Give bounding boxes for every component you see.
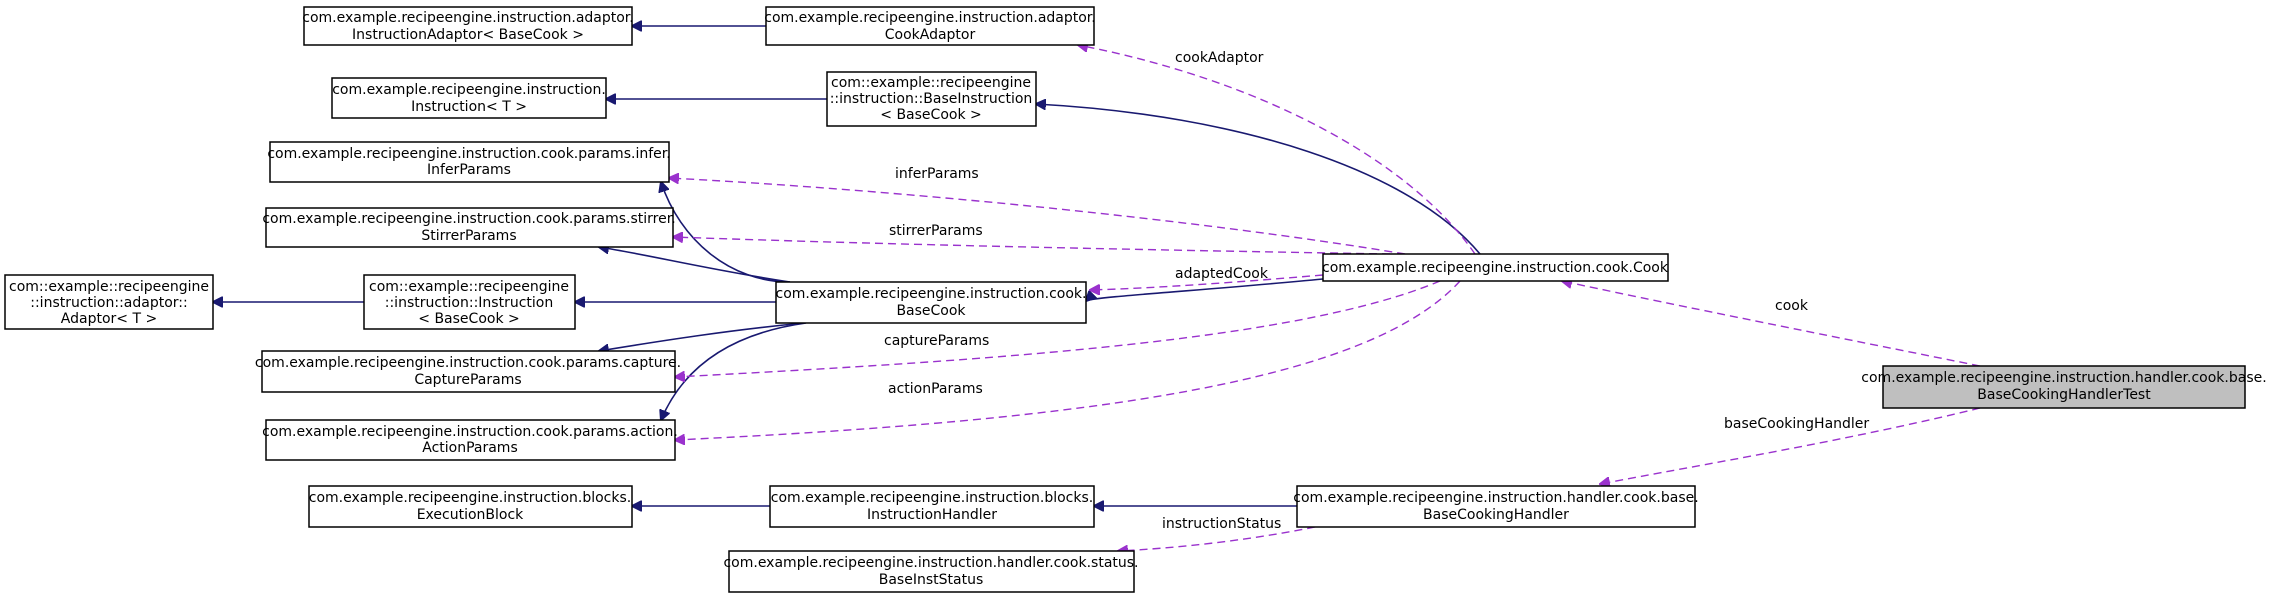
edge-cook-uses-actionparams bbox=[675, 280, 1461, 440]
svg-text:CaptureParams: CaptureParams bbox=[414, 372, 521, 388]
label-captureparams: captureParams bbox=[884, 333, 989, 349]
edge-cook-uses-inferparams bbox=[669, 178, 1406, 255]
edge-basecookinghandler-uses-baseinststatus bbox=[1118, 526, 1316, 551]
label-cookadaptor: cookAdaptor bbox=[1175, 50, 1264, 66]
node-basecook[interactable]: com.example.recipeengine.instruction.coo… bbox=[775, 281, 1087, 324]
node-basecookinghandlertest[interactable]: com.example.recipeengine.instruction.han… bbox=[1861, 365, 2267, 409]
svg-text:BaseInstStatus: BaseInstStatus bbox=[879, 572, 984, 588]
svg-text:BaseCook: BaseCook bbox=[896, 303, 966, 319]
node-inferparams[interactable]: com.example.recipeengine.instruction.coo… bbox=[267, 141, 671, 183]
edge-labels: cookAdaptor inferParams stirrerParams ad… bbox=[884, 50, 1869, 532]
svg-text:com.example.recipeengine.instr: com.example.recipeengine.instruction.han… bbox=[1861, 370, 2266, 386]
svg-text:com.example.recipeengine.instr: com.example.recipeengine.instruction.ada… bbox=[302, 10, 633, 26]
label-stirrerparams: stirrerParams bbox=[889, 223, 983, 239]
node-actionparams[interactable]: com.example.recipeengine.instruction.coo… bbox=[262, 419, 678, 461]
svg-text:StirrerParams: StirrerParams bbox=[421, 228, 516, 244]
svg-text:InferParams: InferParams bbox=[427, 162, 511, 178]
edge-cook-to-basecook bbox=[1086, 278, 1324, 301]
svg-text:::instruction::adaptor::: ::instruction::adaptor:: bbox=[30, 295, 188, 311]
svg-text:< BaseCook >: < BaseCook > bbox=[880, 107, 981, 123]
node-cook[interactable]: com.example.recipeengine.instruction.coo… bbox=[1322, 253, 1669, 282]
label-inferparams: inferParams bbox=[895, 166, 979, 182]
svg-text:com.example.recipeengine.instr: com.example.recipeengine.instruction.coo… bbox=[267, 146, 670, 162]
inheritance-edges bbox=[213, 26, 1481, 506]
svg-text:::instruction::Instruction: ::instruction::Instruction bbox=[385, 295, 554, 311]
node-instruction-basecook[interactable]: com::example::recipeengine ::instruction… bbox=[363, 274, 576, 330]
svg-text:com.example.recipeengine.instr: com.example.recipeengine.instruction.han… bbox=[1293, 490, 1698, 506]
svg-text:InstructionHandler: InstructionHandler bbox=[867, 507, 997, 523]
edge-handlertest-uses-cook bbox=[1562, 281, 1981, 367]
node-baseinststatus[interactable]: com.example.recipeengine.instruction.han… bbox=[723, 550, 1139, 593]
svg-text:com.example.recipeengine.instr: com.example.recipeengine.instruction. bbox=[332, 82, 606, 98]
svg-text:InstructionAdaptor< BaseCook >: InstructionAdaptor< BaseCook > bbox=[352, 27, 584, 43]
usage-edges bbox=[669, 45, 1981, 551]
label-adaptedcook: adaptedCook bbox=[1175, 266, 1269, 282]
edge-cook-uses-stirrerparams bbox=[673, 237, 1391, 255]
node-instructionadaptor[interactable]: com.example.recipeengine.instruction.ada… bbox=[302, 6, 634, 46]
edge-basecook-to-actionparams bbox=[661, 322, 807, 420]
edge-basecook-to-stirrerparams bbox=[599, 247, 791, 283]
svg-text:com.example.recipeengine.instr: com.example.recipeengine.instruction.coo… bbox=[1322, 260, 1669, 276]
node-instructionhandler[interactable]: com.example.recipeengine.instruction.blo… bbox=[769, 485, 1095, 528]
edge-basecook-to-captureparams bbox=[599, 322, 805, 351]
svg-text:CookAdaptor: CookAdaptor bbox=[885, 27, 976, 43]
edge-cook-uses-cookadaptor bbox=[1078, 45, 1476, 255]
label-cook: cook bbox=[1775, 298, 1809, 314]
svg-text:Instruction< T >: Instruction< T > bbox=[411, 99, 527, 115]
svg-text:com::example::recipeengine: com::example::recipeengine bbox=[369, 279, 569, 295]
svg-text:ActionParams: ActionParams bbox=[422, 440, 518, 456]
node-baseinstruction[interactable]: com::example::recipeengine ::instruction… bbox=[826, 71, 1037, 127]
svg-text:com.example.recipeengine.instr: com.example.recipeengine.instruction.coo… bbox=[255, 355, 681, 371]
svg-text:com.example.recipeengine.instr: com.example.recipeengine.instruction.coo… bbox=[262, 424, 678, 440]
svg-text:com.example.recipeengine.instr: com.example.recipeengine.instruction.han… bbox=[723, 555, 1138, 571]
label-instructionstatus: instructionStatus bbox=[1162, 516, 1281, 532]
node-instruction-t[interactable]: com.example.recipeengine.instruction. In… bbox=[331, 77, 607, 119]
svg-text:BaseCookingHandler: BaseCookingHandler bbox=[1423, 507, 1569, 523]
node-adaptor-t[interactable]: com::example::recipeengine ::instruction… bbox=[4, 274, 214, 330]
svg-text:com.example.recipeengine.instr: com.example.recipeengine.instruction.ada… bbox=[764, 10, 1095, 26]
node-executionblock[interactable]: com.example.recipeengine.instruction.blo… bbox=[308, 485, 633, 528]
svg-text:com.example.recipeengine.instr: com.example.recipeengine.instruction.blo… bbox=[309, 490, 631, 506]
svg-text:com.example.recipeengine.instr: com.example.recipeengine.instruction.blo… bbox=[771, 490, 1093, 506]
label-basecookinghandler: baseCookingHandler bbox=[1724, 416, 1869, 432]
svg-text:< BaseCook >: < BaseCook > bbox=[418, 311, 519, 327]
svg-text:Adaptor< T >: Adaptor< T > bbox=[61, 311, 157, 327]
edge-cook-uses-basecook bbox=[1090, 274, 1324, 290]
node-basecookinghandler[interactable]: com.example.recipeengine.instruction.han… bbox=[1293, 485, 1699, 528]
svg-text:com.example.recipeengine.instr: com.example.recipeengine.instruction.coo… bbox=[776, 286, 1087, 302]
edge-basecook-to-inferparams bbox=[661, 182, 791, 283]
edge-cook-to-baseinstruction bbox=[1036, 104, 1481, 255]
svg-text:ExecutionBlock: ExecutionBlock bbox=[417, 507, 524, 523]
node-stirrerparams[interactable]: com.example.recipeengine.instruction.coo… bbox=[262, 207, 676, 248]
svg-text:com.example.recipeengine.instr: com.example.recipeengine.instruction.coo… bbox=[262, 211, 675, 227]
svg-text:com::example::recipeengine: com::example::recipeengine bbox=[831, 75, 1031, 91]
node-cookadaptor[interactable]: com.example.recipeengine.instruction.ada… bbox=[764, 6, 1096, 46]
svg-text:BaseCookingHandlerTest: BaseCookingHandlerTest bbox=[1977, 387, 2151, 403]
svg-text:::instruction::BaseInstruction: ::instruction::BaseInstruction bbox=[830, 91, 1033, 107]
label-actionparams: actionParams bbox=[888, 381, 983, 397]
node-captureparams[interactable]: com.example.recipeengine.instruction.coo… bbox=[255, 350, 681, 393]
svg-text:com::example::recipeengine: com::example::recipeengine bbox=[9, 279, 209, 295]
edge-handlertest-uses-basecookinghandler bbox=[1600, 407, 1981, 484]
